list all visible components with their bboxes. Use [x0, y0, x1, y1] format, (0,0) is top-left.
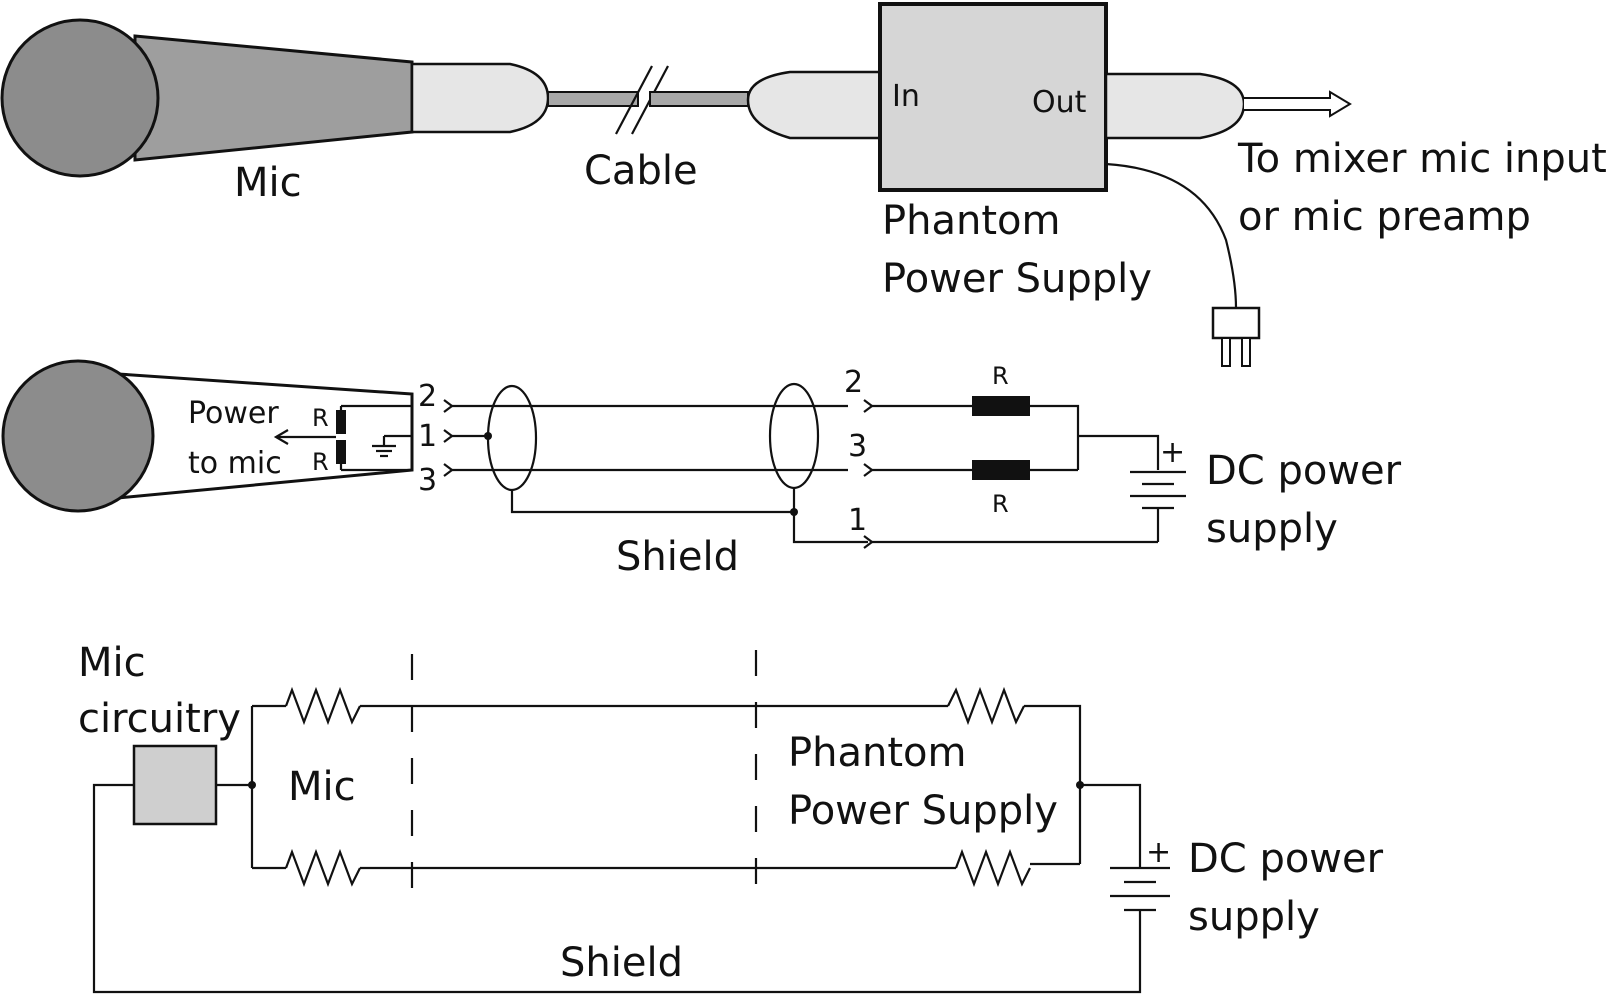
- cable-break-mark: [615, 65, 653, 135]
- bottom-equivalent-circuit: Mic circuitry Mic Phantom Power Supply +…: [78, 640, 1384, 994]
- supply-wire-top-right: [1030, 404, 1080, 470]
- power-to-mic-arrow-head: [273, 429, 289, 445]
- supply-out-connector: [1104, 72, 1246, 140]
- pin-arrow: [443, 399, 454, 413]
- circuitry-label-line2: circuitry: [78, 696, 241, 742]
- mic-resistor-label-top: R: [312, 404, 329, 432]
- destination-label-line2: or mic preamp: [1238, 194, 1531, 240]
- supply-resistor-bottom: [954, 848, 1031, 888]
- pin-label-3-right: 3: [848, 429, 867, 464]
- mic-resistor-label-bottom: R: [312, 448, 329, 476]
- plug-prong: [1241, 337, 1251, 367]
- plug-prong: [1221, 337, 1231, 367]
- middle-wiring: Power to mic R R 2 1 3 2 3 1 R R + DC po…: [1, 359, 1402, 580]
- pin-label-1-right: 1: [848, 503, 867, 538]
- out-label: Out: [1032, 85, 1087, 120]
- in-label: In: [892, 79, 920, 114]
- power-label-line1: Power: [188, 396, 279, 431]
- power-plug: [1211, 306, 1261, 340]
- mic-resistor-top: [284, 686, 361, 726]
- mic-head: [0, 18, 160, 178]
- battery-feed: [1078, 434, 1160, 470]
- pin-arrow: [443, 429, 454, 443]
- shield-wire: [510, 488, 796, 514]
- ground-icon: [372, 434, 412, 458]
- mic-resistor: [336, 440, 346, 464]
- pin-label-2-left: 2: [418, 379, 437, 414]
- mic-body: [133, 34, 414, 162]
- destination-label-line1: To mixer mic input: [1237, 136, 1607, 182]
- pin-arrow: [863, 399, 874, 413]
- top-physical-setup: Mic Cable In Out Phantom Power Supply To…: [0, 2, 1607, 367]
- battery-icon: [1110, 866, 1170, 912]
- shield-ellipse-left: [486, 384, 538, 492]
- battery-plus-label: +: [1146, 835, 1171, 870]
- dc-supply-label-line1: DC power: [1206, 448, 1402, 494]
- supply-in-connector: [746, 70, 882, 140]
- battery-feed: [1080, 783, 1142, 868]
- shield-label: Shield: [616, 534, 739, 580]
- wire-pin1-return: [792, 512, 868, 544]
- pin-label-2-right: 2: [844, 365, 863, 400]
- supply-resistor-label-top: R: [992, 362, 1009, 390]
- pin-label-3-left: 3: [418, 463, 437, 498]
- power-label-line2: to mic: [188, 446, 282, 481]
- supply-resistor-bottom: [972, 460, 1030, 480]
- mic-section-label: Mic: [288, 764, 356, 810]
- mic-resistor: [336, 410, 346, 434]
- shield-label: Shield: [560, 940, 683, 986]
- pin-label-1-left: 1: [418, 419, 437, 454]
- dc-supply-label-line1: DC power: [1188, 836, 1384, 882]
- cable-segment-right: [649, 91, 749, 107]
- output-arrow: [1244, 90, 1352, 118]
- supply-label-line1: Phantom: [882, 198, 1060, 244]
- mic-circuitry-box: [132, 744, 218, 826]
- phantom-supply-box: [878, 2, 1108, 192]
- supply-resistor-top: [972, 396, 1030, 416]
- cable-label: Cable: [584, 148, 698, 194]
- cable-segment-left: [547, 91, 639, 107]
- supply-section-label-line2: Power Supply: [788, 788, 1058, 834]
- supply-section-label-line1: Phantom: [788, 730, 966, 776]
- battery-plus-label: +: [1160, 435, 1185, 470]
- mic-resistor-bottom: [284, 848, 361, 888]
- shield-loop: [92, 783, 1142, 994]
- supply-resistor-label-bottom: R: [992, 490, 1009, 518]
- circuit-wire: [1024, 704, 1082, 864]
- circuitry-label-line1: Mic: [78, 640, 146, 686]
- mic-label: Mic: [234, 160, 302, 206]
- shield-ellipse-right: [768, 382, 820, 490]
- pin-arrow: [443, 463, 454, 477]
- mic-head: [1, 359, 155, 513]
- dc-supply-label-line2: supply: [1206, 506, 1338, 552]
- supply-label-line2: Power Supply: [882, 256, 1152, 302]
- pin-arrow: [863, 463, 874, 477]
- battery-icon: [1130, 470, 1186, 542]
- power-cord: [1105, 162, 1238, 309]
- mic-connector: [410, 62, 550, 134]
- supply-resistor-top: [947, 686, 1025, 726]
- dc-supply-label-line2: supply: [1188, 894, 1320, 940]
